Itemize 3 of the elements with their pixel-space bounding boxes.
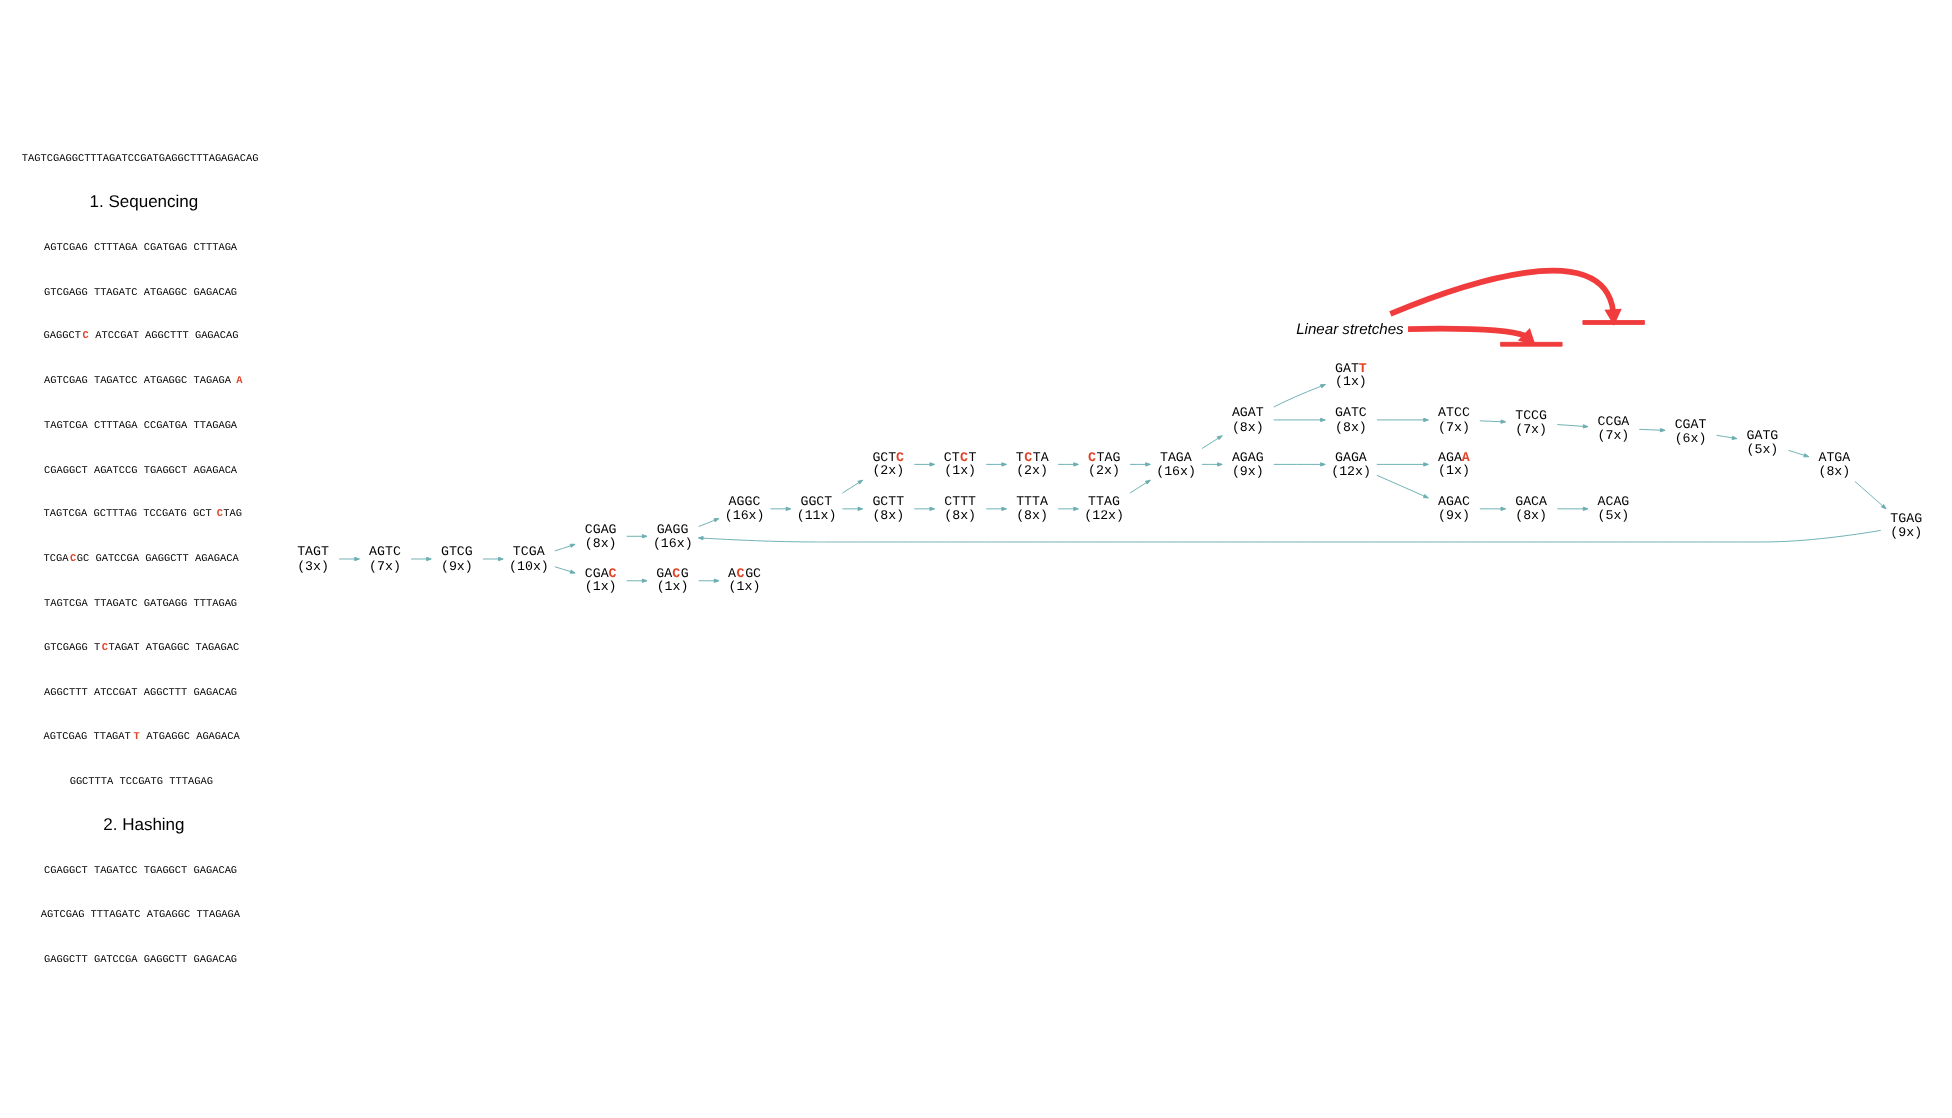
node-text: Linear stretches: [1296, 319, 1404, 338]
label: 2. Hashing: [103, 813, 185, 834]
label: 1. Sequencing: [89, 191, 199, 212]
